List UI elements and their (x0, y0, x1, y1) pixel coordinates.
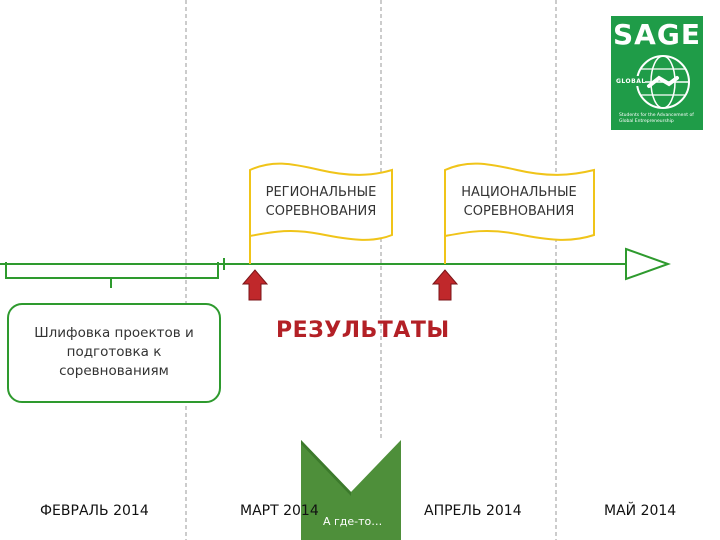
prep-box (7, 303, 221, 403)
flag-regional-label: РЕГИОНАЛЬНЫЕ СОРЕВНОВАНИЯ (246, 183, 396, 221)
green-ribbon-notch (301, 440, 401, 492)
ribbon-label: А где-то… (323, 515, 383, 528)
logo-tagline: Students for the Advancement of Global E… (619, 113, 694, 124)
logo-title: SAGE (613, 18, 701, 51)
prep-box-text: Шлифовка проектов и подготовка к соревно… (16, 324, 212, 381)
month-april: АПРЕЛЬ 2014 (424, 503, 522, 519)
prep-box-line3: соревнованиям (59, 363, 169, 379)
green-ribbon-shade (301, 440, 351, 496)
timeline-arrowhead (625, 247, 671, 281)
prep-box-line2: подготовка к (66, 344, 162, 360)
sage-global-logo: SAGE GLOBAL Students for the Advancement… (611, 16, 703, 130)
results-label: РЕЗУЛЬТАТЫ (276, 318, 450, 343)
month-february: ФЕВРАЛЬ 2014 (40, 503, 149, 519)
flag-national-label: НАЦИОНАЛЬНЫЕ СОРЕВНОВАНИЯ (444, 183, 594, 221)
month-may: МАЙ 2014 (604, 503, 677, 519)
prep-box-line1: Шлифовка проектов и (34, 325, 194, 341)
logo-subtitle: GLOBAL (616, 78, 646, 85)
flag-national-line1: НАЦИОНАЛЬНЫЕ (461, 185, 577, 200)
up-arrow-2 (431, 269, 459, 301)
globe-handshake-icon (619, 55, 690, 109)
month-march: МАРТ 2014 (240, 503, 319, 519)
flag-regional-line1: РЕГИОНАЛЬНЫЕ (265, 185, 377, 200)
period-brace (5, 262, 219, 288)
flag-regional (249, 162, 393, 264)
flag-national (444, 162, 595, 264)
up-arrow-1 (241, 269, 269, 301)
flag-national-line2: СОРЕВНОВАНИЯ (463, 204, 575, 219)
flag-regional-line2: СОРЕВНОВАНИЯ (265, 204, 377, 219)
